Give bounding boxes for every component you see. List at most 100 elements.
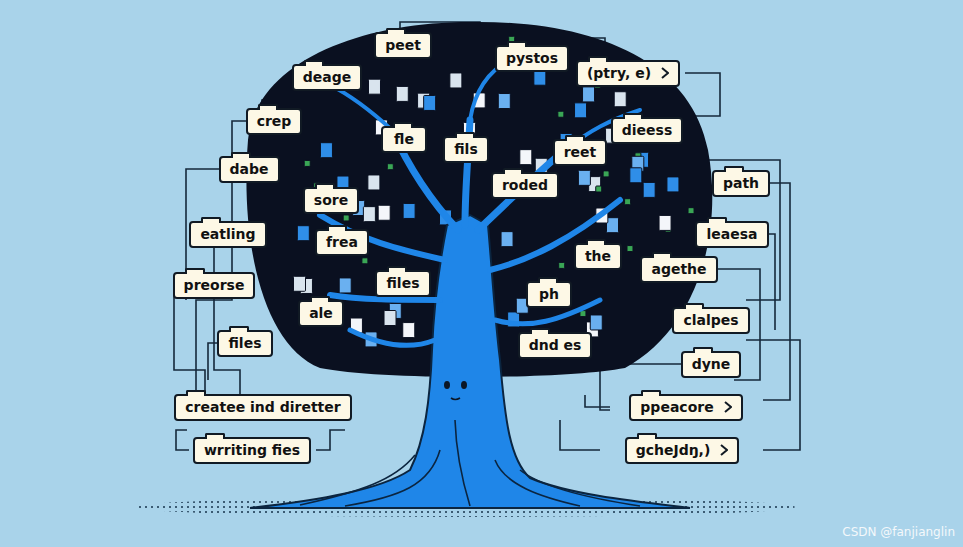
label-box: deage [292,64,362,91]
file-icon [659,215,671,230]
label-box: leaesa [695,221,768,248]
label-box: files [375,270,430,297]
label-box: ph [526,281,572,308]
label-box: ppeacore [629,394,742,421]
watermark: CSDN @fanjianglin [842,525,955,539]
box-label: deage [303,68,351,87]
file-icon [363,207,375,222]
file-icon [498,94,510,109]
label-box: fils [443,136,489,163]
file-icon [603,171,609,177]
file-icon [343,215,349,221]
chevron-icon [661,67,669,79]
file-icon [403,203,415,218]
box-label: ale [309,304,333,323]
file-icon [558,111,564,117]
file-icon [627,246,633,252]
label-box: eatling [189,221,266,248]
box-label: preorse [184,276,245,295]
label-box: ale [298,300,344,327]
box-label: clalpes [683,311,738,330]
box-label: dabe [230,160,269,179]
box-label: leaesa [706,225,757,244]
box-label: gcheJdŋ,) [636,441,711,460]
file-icon [501,232,513,247]
file-icon [688,208,694,214]
box-label: pystos [506,49,558,68]
label-box: dieess [611,117,683,144]
label-box: pystos [495,45,569,72]
file-icon [403,323,415,338]
box-label: ph [539,285,559,304]
box-label: createe ind diretter [185,398,340,417]
file-icon [614,92,626,107]
box-label: reet [564,143,597,162]
label-box: peet [374,32,432,59]
label-box: dnd es [518,332,593,359]
label-box: path [712,170,770,197]
label-box: files [217,330,272,357]
label-box: gcheJdŋ,) [625,437,740,464]
box-label: fle [394,130,414,149]
file-icon [643,182,655,197]
file-icon [387,164,393,170]
label-box: clalpes [672,307,749,334]
file-icon [534,70,546,85]
label-box: the [574,243,622,270]
root-lines [300,420,640,506]
label-box: dyne [681,351,742,378]
box-label: frea [326,233,358,252]
label-box: fle [381,126,427,153]
file-icon [368,175,380,190]
file-icon [578,170,590,185]
file-icon [667,177,679,192]
file-icon [596,186,602,192]
file-icon [304,160,310,166]
file-icon [450,73,462,88]
file-icon [320,143,332,158]
box-label: the [585,247,611,266]
label-box: wrriting fies [193,437,311,464]
box-label: wrriting fies [204,441,300,460]
file-icon [362,258,368,264]
box-label: agethe [651,260,706,279]
chevron-icon [720,444,728,456]
box-label: dnd es [529,336,582,355]
box-label: dyne [692,355,731,374]
file-icon [575,103,587,118]
file-icon [559,262,565,268]
label-box: roded [491,172,559,199]
box-label: path [723,174,759,193]
file-icon [520,150,532,165]
label-box: crep [246,108,303,135]
box-label: eatling [200,225,255,244]
box-label: crep [257,112,292,131]
box-label: sore [314,191,348,210]
label-box: reet [553,139,608,166]
file-icon [378,205,390,220]
label-box: preorse [173,272,256,299]
box-label: ppeacore [640,398,713,417]
label-box: sore [303,187,359,214]
file-icon [625,199,631,205]
box-label: peet [385,36,421,55]
label-box: agethe [640,256,717,283]
box-label: dieess [622,121,672,140]
file-icon [630,168,642,183]
file-icon [424,95,436,110]
tree-trunk [250,215,690,508]
label-box: createe ind diretter [174,394,351,421]
file-icon [368,79,380,94]
box-label: (ptry, e) [587,64,651,83]
file-icon [384,311,396,326]
tree-face [444,381,467,400]
label-box: (ptry, e) [576,60,680,87]
file-icon [583,87,595,102]
chevron-icon [724,401,732,413]
file-icon [590,315,602,330]
branches [320,60,640,345]
label-box: dabe [219,156,280,183]
